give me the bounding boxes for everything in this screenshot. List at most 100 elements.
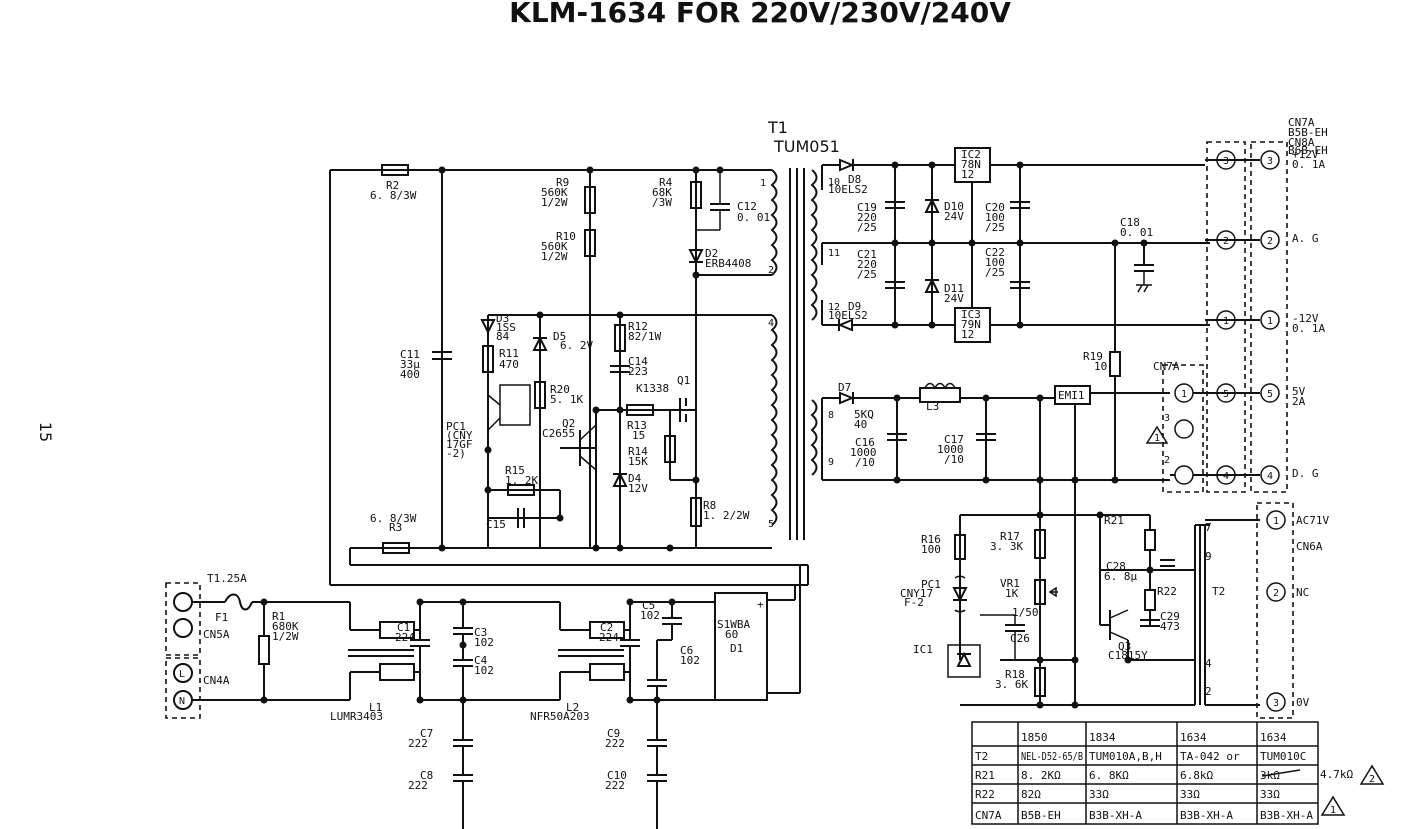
five-volt-section: D7 5KQ 40 C16 1000 /10 L3 C17 1000 /10 E… [821,381,1170,705]
r18-label-1: R18 [1005,668,1025,681]
c7-label-1: C7 [420,727,433,740]
output-pin-2-0 [1216,230,1236,250]
table-header-cell: 1850 [1021,731,1048,744]
r9-label-1: R9 [556,176,569,189]
cn5a-pin-1 [173,592,193,612]
output-connectors: CN7A B5B-EH CN8A B6B-EH CN7A CN6A 1 3 2 … [1145,116,1328,719]
c8-label-1: C8 [420,769,433,782]
table-header-cell: 1634 [1260,731,1287,744]
r16-label-2: 100 [921,543,941,556]
svg-text:8: 8 [828,410,834,421]
r10-label-3: 1/2W [541,250,568,263]
warning-mark-3: 1 [1330,805,1336,816]
output-label: -12V [1292,312,1319,325]
output-pin-number: 5 [1223,389,1229,400]
r1-label-2: 680K [272,620,299,633]
c10-label-2: 222 [605,779,625,792]
d2-label-1: D2 [705,247,718,260]
output-pin-1-0 [1216,310,1236,330]
r20-label-2: 5. 1K [550,393,583,406]
r19-label-1: R19 [1083,350,1103,363]
c4-label-2: 102 [474,664,494,677]
d7-label-2: 5KQ [854,408,874,421]
c6-label-2: 102 [680,654,700,667]
r1-label-3: 1/2W [272,630,299,643]
secondary-wiring [821,158,1210,480]
input-filter-section: L N [165,565,801,829]
cn5a-pin-2 [173,618,193,638]
output-label: A. G [1292,232,1319,245]
c12-label-2: 0. 01 [737,211,770,224]
output-pin-3-0 [1216,150,1236,170]
svg-text:N: N [179,696,185,707]
svg-text:7: 7 [1205,521,1212,534]
r19-label-2: 10 [1094,360,1107,373]
r20-label-1: R20 [550,383,570,396]
c28-label-2: 6. 8μ [1104,570,1137,583]
page-title: KLM-1634 FOR 220V/230V/240V [509,0,1011,29]
q1-label-2: K1338 [636,382,669,395]
output-pin-number: 2 [1223,236,1229,247]
c9-label-1: C9 [607,727,620,740]
pc1b-label-2: CNY17 [900,587,933,600]
table-cell: TUM010C [1260,750,1306,763]
table-header-cell: 1834 [1089,731,1116,744]
output-label: 0. 1A [1292,322,1325,335]
table-cell: CN7A [975,809,1002,822]
output-pin-4-1 [1260,465,1280,485]
cn6a-pin-1 [1266,510,1286,530]
r8-label-1: R8 [703,499,716,512]
table-cell: TUM010A,B,H [1089,750,1162,763]
c20-label-3: /25 [985,221,1005,234]
pc1b-label-1: PC1 [921,578,941,591]
c12-label-1: C12 [737,200,757,213]
table-header-cell: 1634 [1180,731,1207,744]
ic2-label-2: 78N [961,158,981,171]
c17-label-2: 1000 [937,443,964,456]
cn6a-pin-number: 3 [1273,698,1279,709]
svg-text:9: 9 [1205,550,1212,563]
d8-label-1: D8 [848,173,861,186]
c18-label-2: 0. 01 [1120,226,1153,239]
table-cell: 33Ω [1089,788,1109,801]
svg-text:L: L [179,669,185,680]
table-cell: 6. 8KΩ [1089,769,1129,782]
c11-label-3: 400 [400,368,420,381]
table-cell: TA-042 or [1180,750,1240,763]
output-pin-number: 3 [1267,156,1273,167]
table-cell: 33Ω [1180,788,1200,801]
ic3-label-1: IC3 [961,308,981,321]
ic2-label-3: 12 [961,168,974,181]
d9-label-1: D9 [848,300,861,313]
ic3-label-2: 79N [961,318,981,331]
r2-label-2: 6. 8/3W [370,189,417,202]
cn6a-pin-2 [1266,582,1286,602]
cn6a-pin-number: 2 [1273,588,1279,599]
vr1-label-2: 1K [1005,587,1019,600]
c5-label-1: C5 [642,599,655,612]
q3-label-1: Q3 [1118,640,1131,653]
d4-label-2: 12V [628,482,648,495]
c22-label-3: /25 [985,266,1005,279]
table-cell: R21 [975,769,995,782]
table-cell: B3B-XH-A [1180,809,1233,822]
ic1-label: IC1 [913,643,933,656]
table-cell: 8. 2KΩ [1021,769,1061,782]
c21-label-1: C21 [857,248,877,261]
output-label: 0. 1A [1292,158,1325,171]
svg-text:12: 12 [828,302,840,313]
f1-rating: T1.25A [207,572,247,585]
output-pin-number: 1 [1267,316,1273,327]
r21-label: R21 [1104,514,1124,527]
r12-label-2: 82/1W [628,330,661,343]
d3-label-1: D3 [496,312,509,325]
output-pin-5-1 [1260,383,1280,403]
r14-label-2: 15K [628,455,648,468]
l3-label: L3 [926,400,939,413]
t2-ref: T2 [1212,585,1225,598]
c9-label-2: 222 [605,737,625,750]
transformer-t1: T1 TUM051 1 2 4 5 10 11 12 8 9 [760,118,840,540]
c2-label-1: C2 [600,621,613,634]
